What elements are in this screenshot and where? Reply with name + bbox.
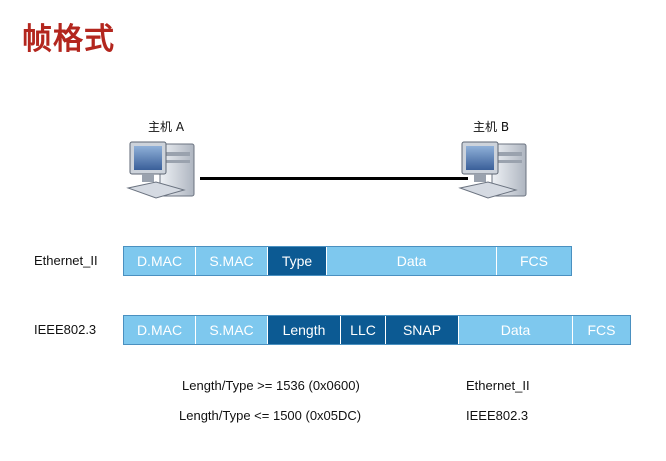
host-a-label: 主机 A — [148, 120, 185, 134]
ieee-field-length: Length — [268, 316, 341, 344]
page-title: 帧格式 — [22, 22, 115, 57]
ieee-field-dmac: D.MAC — [124, 316, 196, 344]
ethernet-ii-label: Ethernet_II — [34, 253, 98, 268]
ethernet-ii-frame: D.MAC S.MAC Type Data FCS — [123, 246, 572, 276]
ieee-field-fcs: FCS — [573, 316, 630, 344]
eth-field-dmac: D.MAC — [124, 247, 196, 275]
ieee8023-label: IEEE802.3 — [34, 322, 97, 337]
rule-condition-1: Length/Type >= 1536 (0x0600) — [182, 378, 360, 393]
ieee-field-llc: LLC — [341, 316, 386, 344]
ieee-field-smac: S.MAC — [196, 316, 268, 344]
rule-condition-2: Length/Type <= 1500 (0x05DC) — [179, 408, 362, 423]
host-a-computer-icon — [126, 141, 195, 199]
eth-field-type: Type — [268, 247, 327, 275]
eth-field-data: Data — [327, 247, 497, 275]
eth-field-smac: S.MAC — [196, 247, 268, 275]
host-b-computer-icon — [458, 141, 527, 199]
host-b-label: 主机 B — [473, 120, 510, 134]
rule-result-1: Ethernet_II — [466, 378, 530, 393]
eth-field-fcs: FCS — [497, 247, 571, 275]
network-link-line — [200, 177, 468, 180]
ieee8023-frame: D.MAC S.MAC Length LLC SNAP Data FCS — [123, 315, 631, 345]
rule-result-2: IEEE802.3 — [466, 408, 529, 423]
ieee-field-data: Data — [459, 316, 573, 344]
ieee-field-snap: SNAP — [386, 316, 459, 344]
